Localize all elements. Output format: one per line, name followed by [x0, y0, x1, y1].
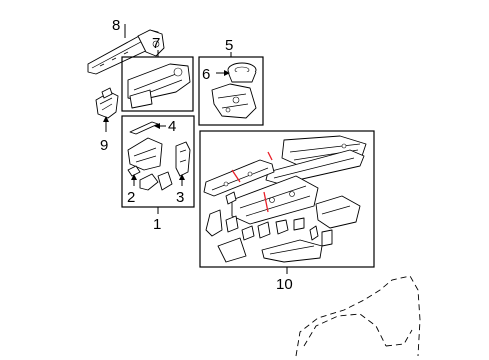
part-2-clip	[127, 165, 141, 177]
part-1-brackets	[139, 171, 173, 191]
part-7-panel	[127, 63, 191, 109]
part-10-rear-bracket	[315, 195, 361, 229]
part-1-gusset	[127, 137, 163, 171]
part-3-plate	[175, 141, 191, 177]
arrow-9	[103, 116, 109, 122]
arrow-6	[224, 70, 230, 76]
part-10-floor-panels	[217, 229, 333, 263]
fender-outline	[295, 275, 421, 357]
arrow-2	[131, 174, 137, 180]
callout-10: 10	[276, 276, 293, 293]
part-4-strip	[129, 121, 159, 135]
part-10-frame-rail	[203, 151, 275, 197]
callout-4: 4	[168, 118, 176, 135]
callout-8: 8	[112, 17, 120, 34]
arrow-4	[154, 123, 160, 129]
arrow-3	[179, 174, 185, 180]
callout-6: 6	[202, 66, 210, 83]
callout-2: 2	[127, 189, 135, 206]
part-10-lower-rail	[265, 149, 365, 185]
part-8-rail	[87, 29, 165, 75]
callout-7: 7	[152, 35, 160, 52]
part-10-small-clips	[205, 191, 319, 241]
callout-3: 3	[176, 189, 184, 206]
part-6-cap	[227, 62, 257, 83]
callout-5: 5	[225, 37, 233, 54]
callout-9: 9	[100, 137, 108, 154]
part-9-bracket	[95, 87, 119, 119]
callout-1: 1	[153, 216, 161, 233]
part-5-bracket	[211, 83, 257, 119]
part-10-crossmember	[231, 175, 319, 225]
